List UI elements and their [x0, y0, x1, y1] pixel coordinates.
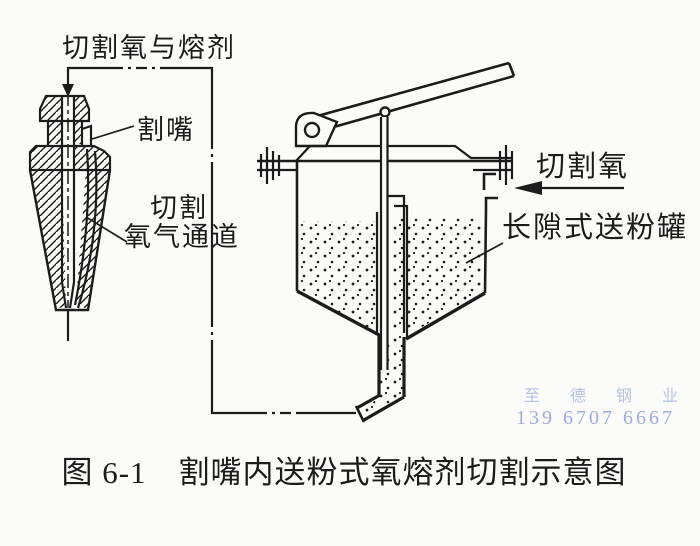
channel-label-line2: 氧气通道 [124, 222, 240, 252]
figure-caption: 图 6-1 割嘴内送粉式氧熔剂切割示意图 [61, 455, 626, 490]
powder-fill [300, 218, 481, 414]
hopper-drawing [257, 61, 624, 423]
outlet-tube [354, 334, 406, 423]
watermark-phone: 139 6707 6667 [516, 407, 675, 429]
long-gap-tube [375, 194, 409, 337]
channel-label-line1: 切割 [150, 193, 208, 223]
oxygen-label: 切割氧 [536, 150, 629, 183]
watermark-company: 至 德 钢 业 [524, 387, 691, 405]
nozzle-drawing [28, 92, 112, 341]
tank-label: 长隙式送粉罐 [502, 211, 688, 244]
tank-walls [295, 161, 498, 341]
threaded-stub-right [498, 145, 514, 185]
rod-pivot-icon [379, 106, 391, 118]
nozzle-hatching [30, 96, 110, 310]
pivot-hole-icon [303, 121, 321, 139]
channel-label-leader [85, 216, 128, 243]
inlet-label: 切割氧与熔剂 [62, 33, 236, 63]
tank-label-leader [465, 242, 504, 264]
lever-arm [302, 61, 516, 136]
nozzle-label: 割嘴 [137, 115, 195, 145]
flow-arrowhead-icon [62, 84, 74, 97]
nozzle-label-leader [91, 125, 135, 140]
watermark: 至 德 钢 业 139 6707 6667 [516, 387, 691, 429]
oxygen-arrowhead-icon [514, 181, 542, 195]
threaded-stub-left [259, 147, 281, 184]
powder-flow-path-line [62, 66, 356, 415]
oxygen-arrow [514, 181, 624, 195]
valve-rod [379, 117, 389, 370]
